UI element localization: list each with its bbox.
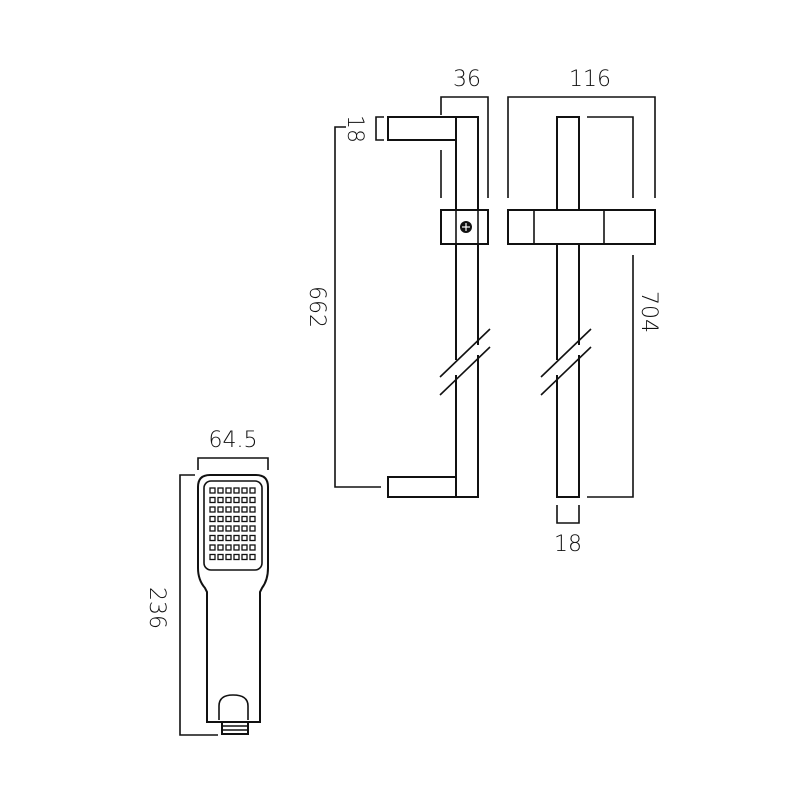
- nozzle: [249, 496, 256, 504]
- screw-icon: [460, 221, 472, 233]
- nozzle: [217, 534, 224, 542]
- bottom-wall-arm: [387, 476, 457, 498]
- nozzle: [209, 515, 216, 523]
- bar-dimension: 18: [554, 532, 582, 557]
- nozzle: [241, 496, 248, 504]
- nozzle: [241, 544, 248, 551]
- break-line: [540, 346, 592, 396]
- nozzle: [249, 515, 256, 523]
- nozzle: [225, 515, 232, 523]
- break-line: [540, 328, 592, 378]
- nozzle: [217, 515, 224, 523]
- front-view: 116 704 18: [507, 67, 661, 557]
- front-clamp: [507, 209, 656, 245]
- side-view: 36 18 662: [304, 67, 492, 498]
- spray-face: [203, 480, 263, 571]
- nozzle: [233, 496, 240, 504]
- nozzle: [233, 544, 240, 551]
- nozzle: [241, 515, 248, 523]
- hand-length-dimension: 236: [144, 587, 169, 629]
- nozzle-grid: [209, 487, 256, 561]
- nozzle: [225, 506, 232, 513]
- nozzle: [241, 506, 248, 513]
- nozzle: [233, 506, 240, 513]
- nozzle: [225, 525, 232, 532]
- nozzle: [233, 534, 240, 542]
- nozzle: [225, 487, 232, 494]
- nozzle: [217, 553, 224, 561]
- hand-width-dimension: 64.5: [209, 428, 258, 453]
- front-rail-bar: [556, 116, 580, 498]
- break-line: [439, 346, 491, 396]
- nozzle: [217, 525, 224, 532]
- nozzle: [233, 487, 240, 494]
- nozzle: [249, 506, 256, 513]
- nozzle: [217, 487, 224, 494]
- hand-shower-body: [197, 474, 269, 723]
- nozzle: [209, 496, 216, 504]
- nozzle: [225, 534, 232, 542]
- nozzle: [249, 534, 256, 542]
- side-width-dimension: 36: [453, 67, 481, 92]
- nozzle: [209, 487, 216, 494]
- nozzle: [249, 544, 256, 551]
- nozzle: [209, 553, 216, 561]
- nozzle: [249, 553, 256, 561]
- side-height-dimension: 662: [304, 286, 329, 328]
- top-wall-arm: [387, 116, 457, 141]
- hose-dome: [218, 694, 249, 720]
- nozzle: [225, 496, 232, 504]
- nozzle: [225, 544, 232, 551]
- arm-dimension: 18: [342, 115, 367, 143]
- nozzle: [233, 553, 240, 561]
- nozzle: [225, 553, 232, 561]
- nozzle: [249, 487, 256, 494]
- nozzle: [217, 506, 224, 513]
- nozzle: [209, 506, 216, 513]
- nozzle: [217, 496, 224, 504]
- nozzle: [241, 487, 248, 494]
- side-clamp: [440, 209, 489, 245]
- nozzle: [241, 525, 248, 532]
- hose-connector: [221, 721, 249, 735]
- nozzle: [209, 544, 216, 551]
- nozzle: [249, 525, 256, 532]
- nozzle: [241, 534, 248, 542]
- nozzle: [209, 525, 216, 532]
- nozzle: [233, 515, 240, 523]
- nozzle: [217, 544, 224, 551]
- nozzle: [209, 534, 216, 542]
- side-rail-bar: [455, 116, 479, 498]
- front-width-dimension: 116: [569, 67, 611, 92]
- front-height-dimension: 704: [636, 291, 661, 333]
- break-gap: [436, 335, 492, 385]
- break-line: [439, 328, 491, 378]
- hand-shower: 64.5 236: [144, 428, 269, 736]
- nozzle: [233, 525, 240, 532]
- nozzle: [241, 553, 248, 561]
